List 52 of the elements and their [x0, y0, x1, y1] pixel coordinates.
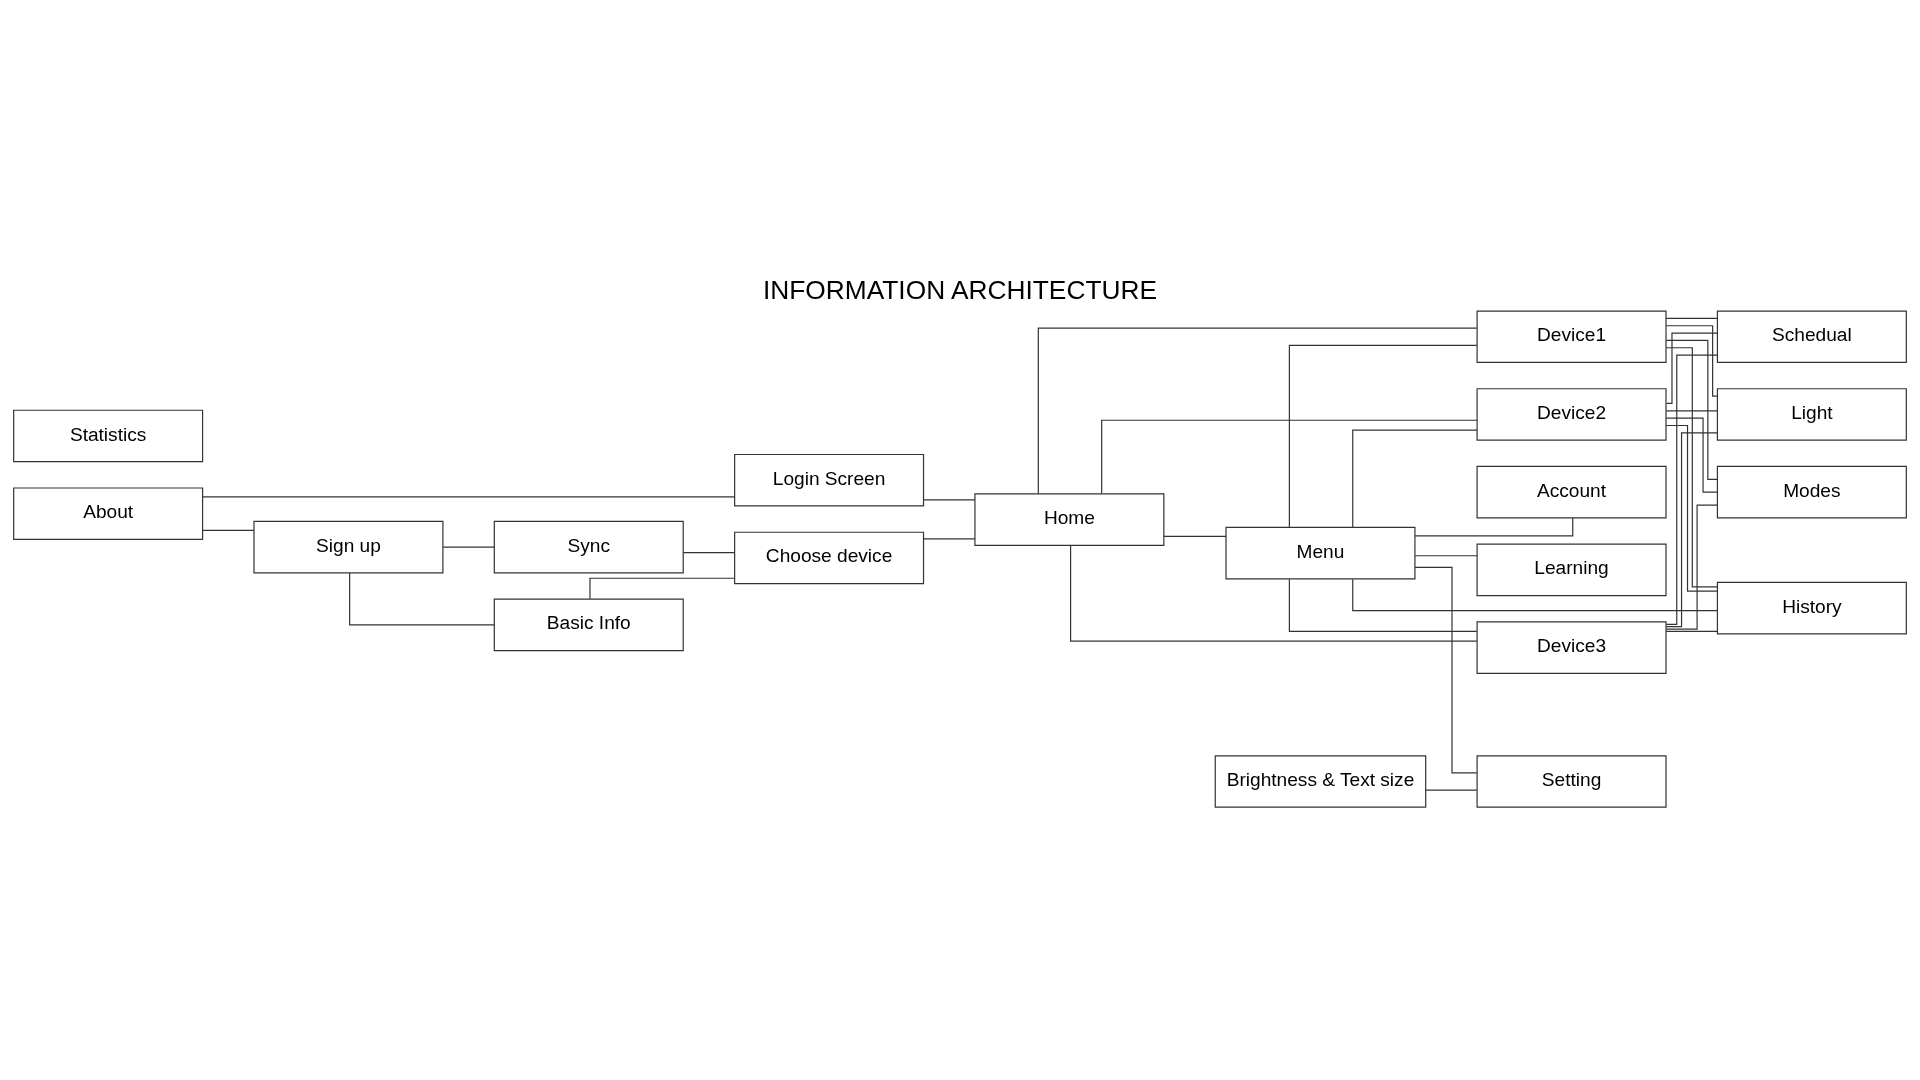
- node-box: Light: [1716, 388, 1907, 441]
- node-box: Device1: [1476, 310, 1667, 364]
- connector: [923, 499, 976, 501]
- node-box: Modes: [1716, 465, 1907, 519]
- node-box: Setting: [1476, 755, 1667, 808]
- node-box: Schedual: [1716, 310, 1907, 364]
- connector: [1352, 578, 1718, 612]
- connector: [1665, 417, 1718, 493]
- connector: [202, 496, 735, 498]
- connector: [1288, 344, 1478, 528]
- connector: [1665, 339, 1718, 480]
- connector: [1037, 327, 1478, 495]
- connector: [1414, 555, 1478, 557]
- node-box: Learning: [1476, 543, 1667, 597]
- connector: [1425, 789, 1478, 791]
- node-box: Account: [1476, 465, 1667, 519]
- connector: [1665, 630, 1718, 633]
- node-box: Statistics: [13, 409, 204, 463]
- node-box: Basic Info: [493, 598, 684, 652]
- node-box: History: [1716, 581, 1907, 635]
- connector: [1665, 424, 1718, 592]
- node-box: Device3: [1476, 621, 1667, 674]
- connector: [1665, 325, 1718, 397]
- connector: [1665, 347, 1718, 588]
- connector: [349, 572, 495, 626]
- connector: [1665, 504, 1718, 630]
- node-box: Brightness & Text size: [1214, 755, 1427, 808]
- connector: [1070, 544, 1478, 642]
- connector: [923, 538, 976, 540]
- node-box: Choose device: [734, 531, 925, 585]
- node-box: Menu: [1225, 526, 1416, 580]
- node-box: Home: [974, 493, 1165, 546]
- connector: [1163, 535, 1227, 537]
- connector: [1665, 432, 1718, 628]
- node-box: About: [13, 487, 204, 540]
- connector: [1665, 317, 1718, 319]
- node-box: Sign up: [253, 520, 444, 574]
- connector: [1665, 410, 1718, 412]
- node-box: Device2: [1476, 388, 1667, 441]
- diagram-title: INFORMATION ARCHITECTURE: [763, 274, 1157, 305]
- connector: [1414, 517, 1574, 537]
- node-box: Sync: [493, 520, 684, 574]
- connector: [1666, 332, 1718, 405]
- connector: [1352, 429, 1478, 528]
- connector: [682, 551, 736, 554]
- node-box: Login Screen: [734, 453, 925, 507]
- connector: [1101, 419, 1478, 495]
- connector: [1414, 566, 1478, 774]
- connector: [202, 529, 255, 532]
- connector: [1288, 578, 1478, 633]
- connector: [442, 546, 495, 548]
- connector: [1665, 354, 1718, 625]
